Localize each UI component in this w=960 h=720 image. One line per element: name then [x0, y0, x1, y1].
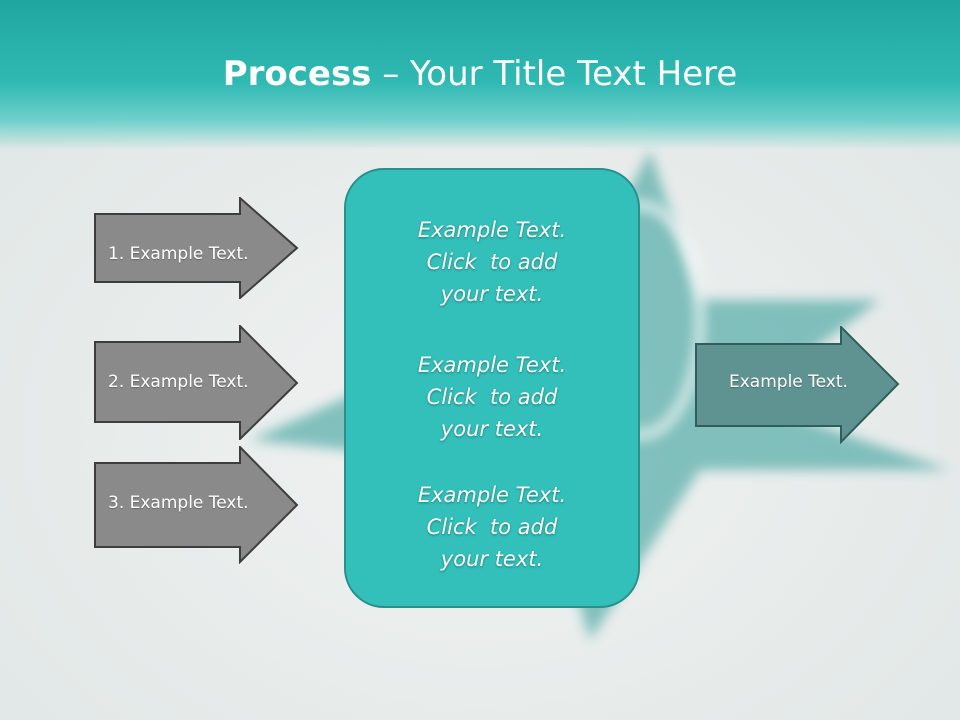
- title-bar: [0, 0, 960, 150]
- center-block-3-line-1: Example Text.: [417, 483, 567, 507]
- center-block-3-line-2: Click to add: [426, 515, 558, 539]
- center-block-2-line-2: Click to add: [426, 385, 558, 409]
- result-label: Example Text.: [729, 372, 848, 392]
- center-block-1-line-2: Click to add: [426, 250, 558, 274]
- step-1-arrow[interactable]: [94, 197, 300, 299]
- step-2-arrow[interactable]: [94, 325, 300, 440]
- center-block-3: Example Text. Click to add your text.: [346, 479, 638, 575]
- center-text-box[interactable]: Example Text. Click to add your text. Ex…: [344, 168, 640, 608]
- center-block-2: Example Text. Click to add your text.: [346, 349, 638, 445]
- step-2-label: 2. Example Text.: [108, 372, 249, 392]
- title-bold: Process: [222, 54, 372, 94]
- center-block-2-line-1: Example Text.: [417, 353, 567, 377]
- center-block-3-line-3: your text.: [440, 547, 544, 571]
- center-block-1-line-1: Example Text.: [417, 218, 567, 242]
- title-rest: – Your Title Text Here: [371, 54, 738, 94]
- center-block-2-line-3: your text.: [440, 417, 544, 441]
- result-arrow[interactable]: [695, 326, 901, 444]
- center-block-1: Example Text. Click to add your text.: [346, 214, 638, 310]
- center-block-1-line-3: your text.: [440, 282, 544, 306]
- step-3-label: 3. Example Text.: [108, 493, 249, 513]
- slide-title[interactable]: Process – Your Title Text Here: [0, 52, 960, 96]
- step-3-arrow[interactable]: [94, 446, 300, 564]
- step-1-label: 1. Example Text.: [108, 244, 249, 264]
